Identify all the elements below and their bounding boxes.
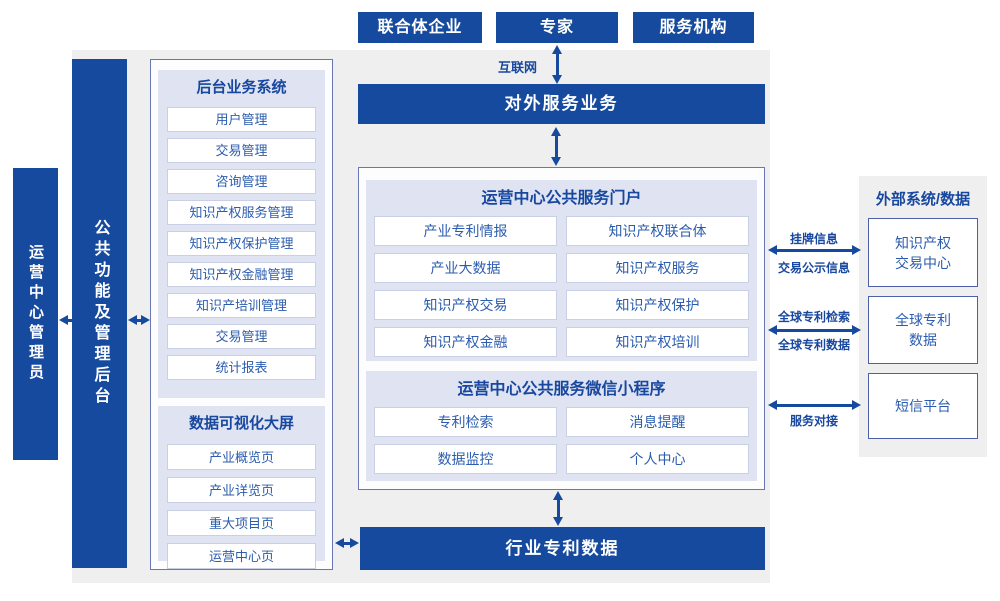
arrow-internet-link [552, 45, 562, 84]
module-item: 知识产权保护管理 [167, 231, 316, 256]
arrow-sms-platform [768, 400, 861, 410]
portal-item: 知识产权金融 [374, 327, 557, 357]
portal-item: 知识产权交易 [374, 290, 557, 320]
arrow-portal-industry-data [553, 491, 563, 526]
external-service-bar: 对外服务业务 [358, 84, 765, 124]
miniapp-item: 个人中心 [566, 444, 749, 474]
miniapp-item: 专利检索 [374, 407, 557, 437]
ext-box-line: 全球专利 [895, 312, 951, 328]
admin-label: 运营中心管理员 [27, 244, 44, 384]
portal-title: 运营中心公共服务门户 [481, 190, 642, 207]
miniapp-item: 消息提醒 [566, 407, 749, 437]
portal-item: 产业大数据 [374, 253, 557, 283]
public-function-backend-bar: 公共功能及管理后台 [72, 59, 127, 568]
module-item: 统计报表 [167, 355, 316, 380]
module-item: 知识产权服务管理 [167, 200, 316, 225]
operation-center-admin-box: 运营中心管理员 [13, 168, 58, 460]
actor-box-service-agency: 服务机构 [633, 12, 754, 43]
ext-box-line: 知识产权 [895, 234, 951, 251]
external-box-global-patent-data: 全球专利 数据 [868, 296, 978, 364]
backend-bar-label: 公共功能及管理后台 [91, 219, 109, 408]
portal-item: 知识产权培训 [566, 327, 749, 357]
conn-label-global-patent-data: 全球专利数据 [777, 338, 850, 352]
arrow-backend-modules [128, 315, 150, 325]
module-item: 重大项目页 [167, 510, 316, 536]
conn-label-global-patent-search: 全球专利检索 [777, 310, 850, 324]
module-item: 知识产培训管理 [167, 293, 316, 318]
actor-box-expert: 专家 [496, 12, 618, 43]
portal-item: 知识产权保护 [566, 290, 749, 320]
ext-box-line: 数据 [909, 332, 937, 348]
admin-modules-container: 后台业务系统 用户管理 交易管理 咨询管理 知识产权服务管理 知识产权保护管理 … [150, 59, 333, 570]
visualization-panel: 数据可视化大屏 产业概览页 产业详览页 重大项目页 运营中心页 [158, 406, 325, 569]
module-item: 交易管理 [167, 324, 316, 349]
backend-system-panel: 后台业务系统 用户管理 交易管理 咨询管理 知识产权服务管理 知识产权保护管理 … [158, 70, 325, 398]
ext-box-line: 短信平台 [895, 398, 951, 414]
external-systems-panel: 外部系统/数据 知识产权 交易中心 全球专利 数据 短信平台 [859, 176, 987, 457]
module-item: 产业详览页 [167, 477, 316, 503]
portal-item: 知识产权联合体 [566, 216, 749, 246]
conn-label-trade-publicity: 交易公示信息 [777, 261, 850, 275]
internet-label: 互联网 [498, 60, 538, 75]
actor-box-consortium-enterprise: 联合体企业 [358, 12, 482, 43]
backend-system-title: 后台业务系统 [196, 79, 287, 96]
visualization-title: 数据可视化大屏 [188, 415, 294, 432]
module-item: 运营中心页 [167, 543, 316, 569]
arrow-service-portal-link [551, 127, 561, 166]
module-item: 交易管理 [167, 138, 316, 163]
miniapp-item: 数据监控 [374, 444, 557, 474]
ext-box-line: 交易中心 [895, 254, 951, 271]
portal-item: 知识产权服务 [566, 253, 749, 283]
module-item: 用户管理 [167, 107, 316, 132]
miniapp-panel: 运营中心公共服务微信小程序 专利检索 消息提醒 数据监控 个人中心 [366, 371, 757, 481]
external-box-sms-platform: 短信平台 [868, 373, 978, 439]
arrow-ip-trade-center [768, 245, 861, 255]
portal-panel: 运营中心公共服务门户 产业专利情报 知识产权联合体 产业大数据 知识产权服务 知… [366, 180, 757, 361]
industry-patent-data-bar: 行业专利数据 [360, 527, 765, 570]
conn-label-service-docking: 服务对接 [789, 414, 838, 428]
conn-label-listing-info: 挂牌信息 [789, 232, 838, 246]
arrow-admin-backend [59, 315, 83, 325]
module-item: 知识产权金融管理 [167, 262, 316, 287]
external-box-ip-trade-center: 知识产权 交易中心 [868, 218, 978, 287]
miniapp-title: 运营中心公共服务微信小程序 [457, 381, 666, 398]
arrow-global-patent [768, 325, 861, 335]
module-item: 咨询管理 [167, 169, 316, 194]
external-systems-title: 外部系统/数据 [875, 191, 971, 208]
module-item: 产业概览页 [167, 444, 316, 470]
arrow-visualization-industry-data [335, 538, 359, 548]
portal-item: 产业专利情报 [374, 216, 557, 246]
public-service-container: 运营中心公共服务门户 产业专利情报 知识产权联合体 产业大数据 知识产权服务 知… [358, 167, 765, 490]
